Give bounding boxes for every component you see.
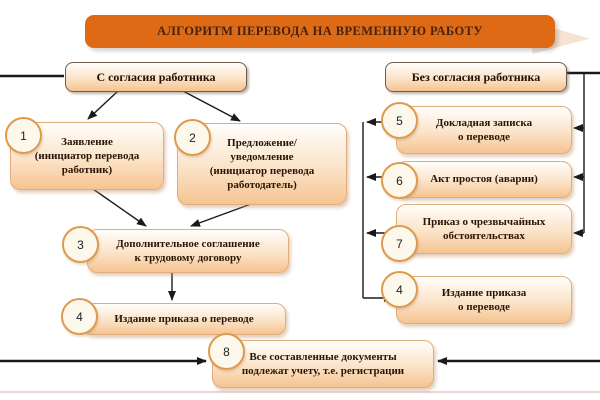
box-text: Предложение/ уведомление (инициатор пере… (178, 136, 346, 192)
box-registration: 8 Все составленные документы подлежат уч… (208, 333, 434, 388)
box-text: Акт простоя (аварии) (397, 172, 571, 186)
box-supplementary-agreement: 3 Дополнительное соглашение к трудовому … (62, 226, 289, 273)
text-line: Дополнительное соглашение (116, 237, 260, 250)
text-line: Акт простоя (аварии) (430, 173, 538, 186)
box-text: Все составленные документы подлежат учет… (213, 350, 433, 378)
text-line: работник) (61, 164, 113, 177)
bottom-divider (0, 391, 600, 393)
step-badge-3: 3 (62, 226, 99, 263)
text-line: Заявление (61, 135, 113, 148)
step-badge-2: 2 (174, 119, 211, 156)
header-without-consent: Без согласия работника (385, 62, 567, 92)
box-text: Докладная записка о переводе (397, 116, 571, 144)
box-emergency-order: 7 Приказ о чрезвычайных обстоятельствах (381, 204, 572, 262)
text-line: Издание приказа о переводе (114, 312, 254, 325)
text-line: Издание приказа (441, 286, 527, 299)
box-application: 1 Заявление (инициатор перевода работник… (5, 117, 164, 190)
step-badge-4: 4 (61, 298, 98, 335)
text-line: Предложение/ (227, 136, 297, 149)
title-banner: АЛГОРИТМ ПЕРЕВОДА НА ВРЕМЕННУЮ РАБОТУ (85, 15, 555, 48)
text-line: к трудовому договору (134, 252, 242, 264)
box-transfer-order-left: 4 Издание приказа о переводе (61, 298, 286, 335)
box-text: Издание приказа о переводе (83, 312, 285, 326)
header-label: Без согласия работника (411, 69, 541, 84)
page-title: АЛГОРИТМ ПЕРЕВОДА НА ВРЕМЕННУЮ РАБОТУ (157, 24, 483, 38)
box-transfer-order-right: 4 Издание приказа о переводе (381, 271, 572, 324)
text-line: Все составленные документы (249, 350, 397, 363)
text-line: подлежат учету, т.е. регистрации (241, 365, 405, 377)
step-badge-5: 5 (381, 102, 418, 139)
step-badge-6: 6 (381, 162, 418, 199)
step-badge-1: 1 (5, 117, 42, 154)
box-text: Приказ о чрезвычайных обстоятельствах (397, 215, 571, 243)
text-line: Докладная записка (435, 116, 533, 129)
text-line: Приказ о чрезвычайных (422, 215, 546, 228)
box-downtime-act: 6 Акт простоя (аварии) (381, 161, 572, 199)
box-text: Издание приказа о переводе (397, 286, 571, 314)
text-line: (инициатор перевода (34, 149, 140, 162)
header-label: С согласия работника (96, 69, 216, 84)
text-line: обстоятельствах (443, 230, 525, 242)
text-line: о переводе (458, 131, 510, 143)
step-badge-7: 7 (381, 225, 418, 262)
box-memo: 5 Докладная записка о переводе (381, 102, 572, 154)
box-proposal-notification: 2 Предложение/ уведомление (инициатор пе… (174, 119, 347, 205)
box-text: Заявление (инициатор перевода работник) (11, 135, 163, 177)
text-line: уведомление (230, 150, 294, 163)
step-badge-8: 8 (208, 333, 245, 370)
header-with-consent: С согласия работника (65, 62, 247, 92)
text-line: работодатель) (227, 179, 297, 192)
text-line: (инициатор перевода (209, 165, 315, 177)
step-badge-4-right: 4 (381, 271, 418, 308)
text-line: о переводе (458, 301, 510, 313)
box-text: Дополнительное соглашение к трудовому до… (88, 237, 288, 265)
